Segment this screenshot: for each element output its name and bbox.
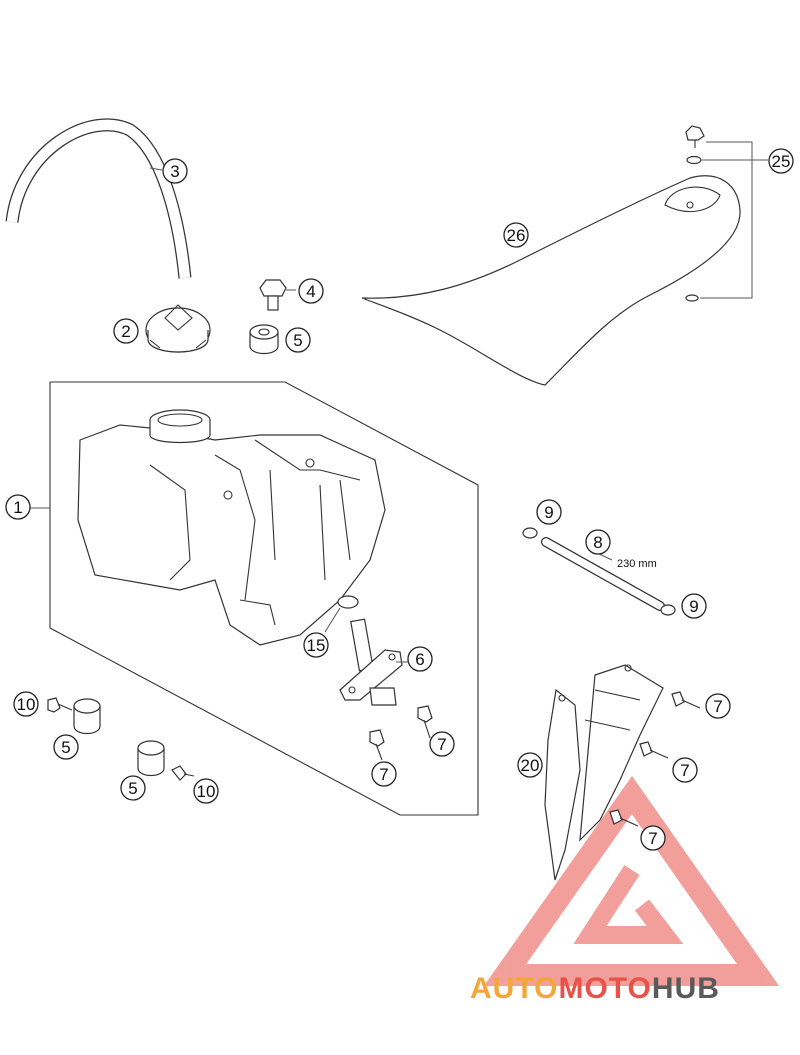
callout-4: 4: [298, 278, 324, 304]
callout-7-e: 7: [640, 825, 666, 851]
fuel-tap-part: [339, 618, 408, 706]
callout-6: 6: [407, 646, 433, 672]
svg-text:9: 9: [544, 503, 553, 522]
svg-text:4: 4: [306, 282, 315, 301]
callout-10-b: 10: [193, 778, 219, 804]
svg-text:1: 1: [13, 498, 22, 517]
callout-7-a: 7: [429, 731, 455, 757]
callout-5-a: 5: [53, 734, 79, 760]
callout-1: 1: [5, 494, 31, 520]
svg-text:10: 10: [197, 782, 216, 801]
svg-text:7: 7: [648, 829, 657, 848]
tank-group-frame: [30, 381, 479, 816]
watermark-part-auto: AUTO: [470, 972, 559, 1005]
svg-text:26: 26: [507, 226, 526, 245]
rubber-bushing-part: [249, 324, 279, 355]
fuel-tank-part: [77, 409, 386, 646]
svg-text:9: 9: [689, 597, 698, 616]
callout-2: 2: [113, 318, 139, 344]
fuel-cap-part: [145, 304, 211, 353]
callout-20: 20: [517, 752, 543, 778]
callout-9-a: 9: [536, 499, 562, 525]
screw-part-right: [609, 691, 701, 827]
svg-text:8: 8: [593, 533, 602, 552]
svg-text:7: 7: [713, 697, 722, 716]
svg-text:5: 5: [61, 738, 70, 757]
callout-9-b: 9: [681, 593, 707, 619]
mount-bolt-part: [259, 279, 296, 311]
svg-text:5: 5: [293, 331, 302, 350]
svg-text:25: 25: [772, 152, 791, 171]
svg-text:10: 10: [17, 695, 36, 714]
fuel-hose-part: [5, 118, 192, 279]
svg-text:6: 6: [415, 650, 424, 669]
callout-25: 25: [768, 148, 794, 174]
seat-screw-part: [685, 125, 768, 299]
screw-part: [369, 705, 433, 761]
watermark-part-hub: HUB: [651, 972, 720, 1005]
callout-26: 26: [503, 222, 529, 248]
svg-text:20: 20: [521, 756, 540, 775]
callout-7-d: 7: [672, 757, 698, 783]
seat-part: [361, 175, 741, 386]
callout-10-a: 10: [13, 691, 39, 717]
callout-15: 15: [303, 632, 329, 658]
vent-hose-part: [522, 527, 676, 616]
gasket-part: [324, 595, 359, 633]
hose-length-label: 230 mm: [617, 558, 657, 570]
callout-7-b: 7: [371, 761, 397, 787]
callout-8: 8: [585, 529, 611, 555]
callout-5-b: 5: [120, 775, 146, 801]
svg-text:7: 7: [437, 735, 446, 754]
svg-text:2: 2: [121, 322, 130, 341]
callout-3: 3: [162, 158, 188, 184]
svg-text:5: 5: [128, 779, 137, 798]
callout-5-top: 5: [285, 327, 311, 353]
bolt-bushing-set-left: [47, 697, 195, 781]
side-cover-part: [544, 664, 664, 881]
svg-text:7: 7: [379, 765, 388, 784]
watermark-part-moto: MOTO: [558, 972, 652, 1005]
svg-text:3: 3: [170, 162, 179, 181]
callout-7-c: 7: [705, 693, 731, 719]
svg-text:7: 7: [680, 761, 689, 780]
watermark-wordmark: AUTOMOTOHUB: [470, 972, 720, 1006]
svg-text:15: 15: [307, 636, 326, 655]
watermark-triangle-logo: [483, 775, 780, 986]
